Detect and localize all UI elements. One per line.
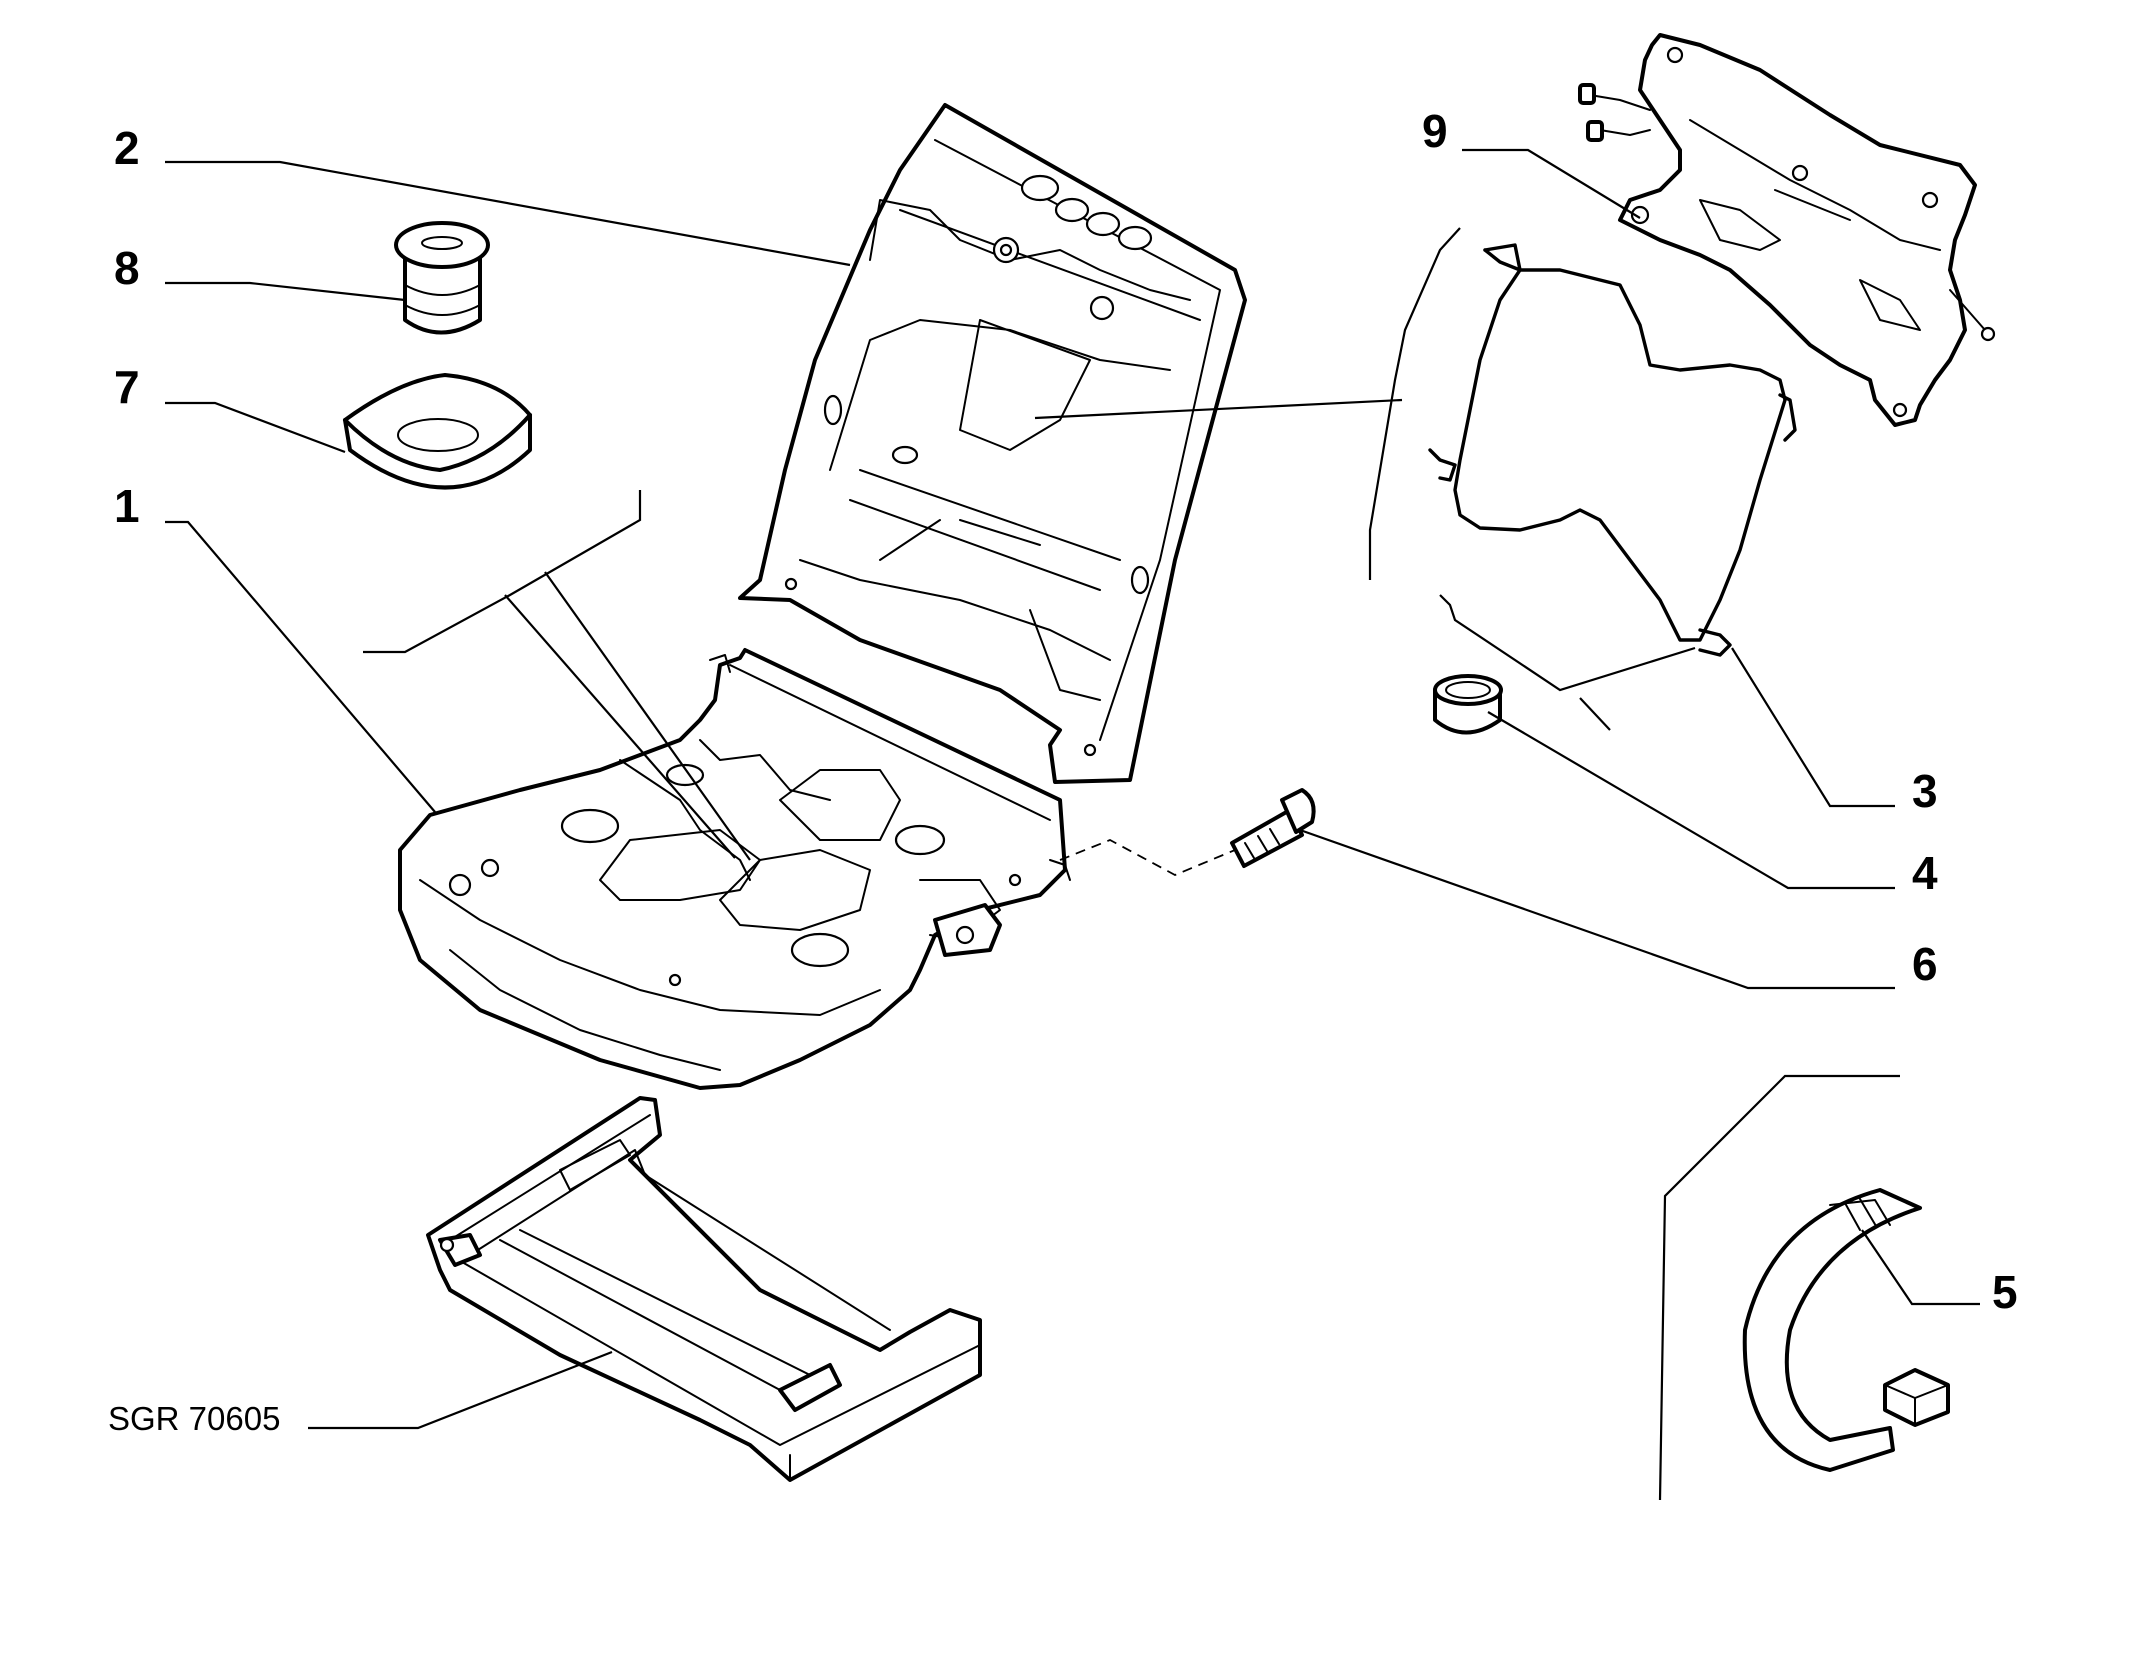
mechanism-bracket bbox=[1578, 33, 1996, 427]
callout-6: 6 bbox=[1912, 938, 1938, 990]
callout-2: 2 bbox=[114, 122, 140, 174]
callout-1: 1 bbox=[114, 480, 140, 532]
assembly-dashed-line bbox=[1059, 839, 1236, 876]
group-bracket-lines bbox=[363, 227, 1900, 1501]
ring-bushing bbox=[1433, 674, 1503, 735]
callout-labels: 2 8 7 1 9 3 4 6 5 SGR 70605 bbox=[108, 105, 2018, 1437]
drawing-code: SGR 70605 bbox=[108, 1400, 280, 1437]
callout-4: 4 bbox=[1912, 847, 1938, 899]
seat-cushion-frame bbox=[398, 648, 1071, 1090]
seat-back-frame bbox=[738, 103, 1247, 784]
rubber-pad bbox=[343, 373, 532, 490]
callout-8: 8 bbox=[114, 242, 140, 294]
cable-strap bbox=[1742, 1188, 1950, 1472]
callout-3: 3 bbox=[1912, 765, 1938, 817]
callout-5: 5 bbox=[1992, 1266, 2018, 1318]
leader-lines bbox=[165, 148, 1980, 1430]
callout-7: 7 bbox=[114, 361, 140, 413]
seat-rail-guide bbox=[426, 1096, 982, 1482]
callout-9: 9 bbox=[1422, 105, 1448, 157]
screw bbox=[1230, 788, 1316, 868]
plug-bush bbox=[394, 221, 490, 335]
seat-back-spring-mat bbox=[1428, 243, 1797, 657]
